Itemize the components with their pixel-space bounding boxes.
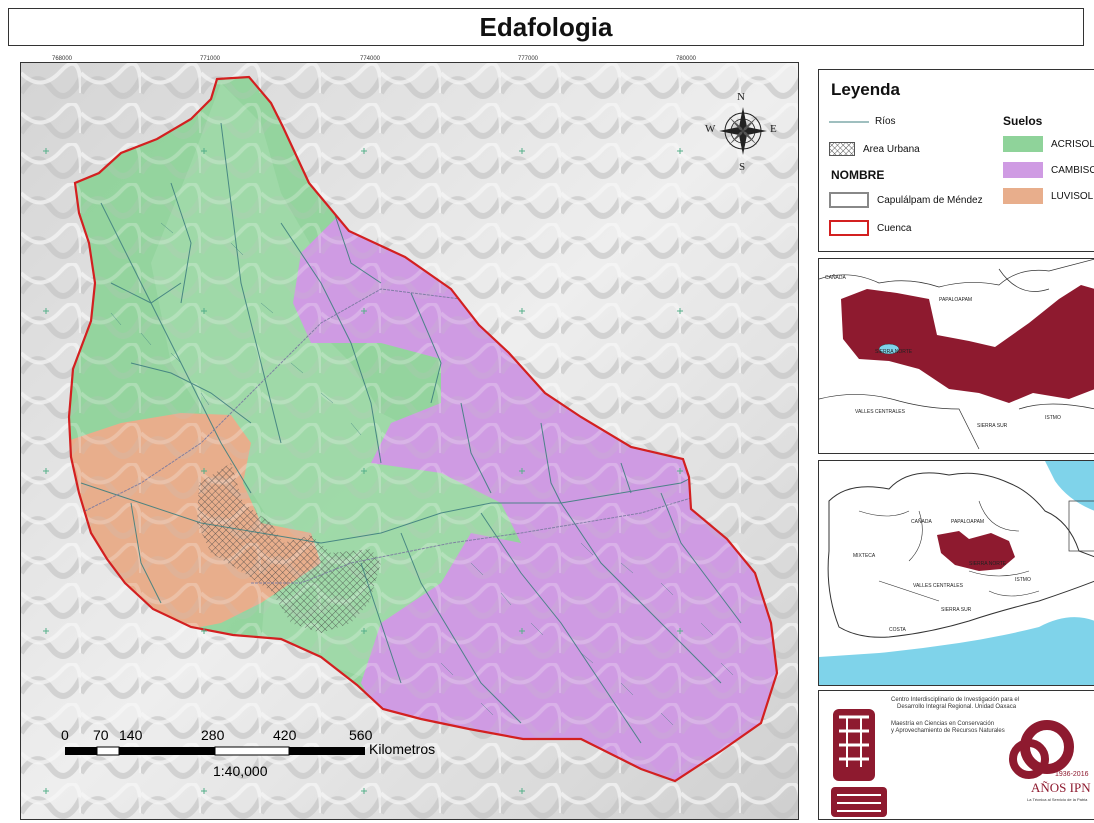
scale-tick-label: 70 — [93, 727, 109, 743]
legend-suelos-header: Suelos — [1003, 114, 1043, 128]
south-letter: S — [739, 161, 746, 173]
west-letter: W — [705, 123, 716, 135]
inset-region-label: VALLES CENTRALES — [855, 409, 905, 415]
river-line-icon — [829, 121, 869, 122]
scale-ratio: 1:40,000 — [213, 763, 268, 779]
map-title: Edafologia — [8, 8, 1084, 46]
inset-region-label: CAÑADA — [911, 519, 932, 525]
north-arrow-icon — [719, 107, 767, 155]
legend-cuenca-label: Cuenca — [877, 222, 912, 234]
suelo-swatch-icon — [1003, 188, 1043, 204]
legend-suelo-acrisol: ACRISOL — [1003, 136, 1094, 152]
legend-suelo-luvisol: LUVISOL — [1003, 188, 1093, 204]
credits-line-3: Maestría en Ciencias en Conservación — [891, 721, 995, 727]
legend-area-urbana: Area Urbana — [829, 142, 920, 156]
east-letter: E — [770, 123, 777, 135]
inset-region-label: SIERRA NORTE — [875, 349, 913, 355]
legend-suelo-cambisol: CAMBISOL — [1003, 162, 1094, 178]
scale-tick-label: 420 — [273, 727, 297, 743]
ciidir-logo-icon — [831, 787, 887, 817]
inset-region-label: MIXTECA — [853, 553, 876, 559]
main-map[interactable]: N S E W 0 70 140 280 420 560 Kilometros 1:40,… — [20, 62, 799, 820]
suelo-label: ACRISOL — [1051, 138, 1094, 150]
legend-panel: Leyenda Ríos Area Urbana NOMBRE Capulálp… — [818, 69, 1094, 252]
inset-region-label: COSTA — [889, 627, 906, 633]
top-coordinate-tick: 780000 — [676, 56, 697, 62]
inset-region-label: ISTMO — [1045, 415, 1061, 421]
credits-motto: La Técnica al Servicio de la Patria — [1027, 797, 1088, 802]
river-network — [80, 122, 742, 744]
sierra-norte-region — [937, 531, 1015, 571]
inset-region-label: ISTMO — [1015, 577, 1031, 583]
scale-bar-graphic — [65, 746, 365, 756]
inset-region-label: SIERRA NORTE — [969, 561, 1007, 567]
legend-capulalpam-label: Capulálpam de Méndez — [877, 194, 983, 206]
legend-rios-label: Ríos — [875, 116, 896, 127]
credits-line-1: Centro Interdisciplinario de Investigaci… — [891, 697, 1020, 703]
credits-line-4: y Aprovechamiento de Recursos Naturales — [891, 728, 1005, 734]
80-anos-logo-icon — [1009, 720, 1074, 779]
credits-line-2: Desarrollo Integral Regional. Unidad Oax… — [897, 704, 1017, 710]
scale-tick-label: 0 — [61, 727, 69, 743]
north-letter: N — [737, 91, 745, 103]
scale-units: Kilometros — [369, 741, 436, 757]
inset-region-label: SIERRA SUR — [977, 423, 1008, 429]
credits-panel: Centro Interdisciplinario de Investigaci… — [818, 690, 1094, 820]
inset-region-label: VALLES CENTRALES — [913, 583, 963, 589]
grid-crosses — [43, 148, 683, 794]
legend-capulalpam: Capulálpam de Méndez — [829, 192, 983, 208]
credits-years: 1936-2016 — [1055, 771, 1089, 778]
urban-hatch-icon — [829, 142, 855, 156]
top-coordinate-tick: 768000 — [52, 56, 73, 62]
inset-map-region: CAÑADA PAPALOAPAM SIERRA NORTE VALLES CENTR… — [818, 258, 1094, 454]
capulalpam-swatch-icon — [829, 192, 869, 208]
urban-area — [197, 463, 381, 633]
inset-region-label: SIERRA SUR — [941, 607, 972, 613]
capulalpam-region — [841, 285, 1094, 403]
suelo-label: CAMBISOL — [1051, 164, 1094, 176]
top-coordinate-tick: 771000 — [200, 56, 221, 62]
top-coordinate-tick: 774000 — [360, 56, 381, 62]
inset-map-oaxaca: CAÑADA PAPALOAPAM MIXTECA SIERRA NORTE VALLE… — [818, 460, 1094, 686]
scale-tick-label: 280 — [201, 727, 225, 743]
cuenca-swatch-icon — [829, 220, 869, 236]
legend-cuenca: Cuenca — [829, 220, 911, 236]
suelo-swatch-icon — [1003, 136, 1043, 152]
legend-area-urbana-label: Area Urbana — [863, 143, 920, 155]
inset-oaxaca-canvas — [819, 461, 1094, 685]
suelo-label: LUVISOL — [1051, 190, 1094, 202]
legend-nombre-header: NOMBRE — [831, 168, 885, 182]
logo-canvas — [831, 709, 1074, 817]
inset-region-label: PAPALOAPAM — [939, 297, 973, 303]
scale-tick-label: 560 — [349, 727, 373, 743]
inset-region-label: CAÑADA — [825, 275, 846, 281]
scale-tick-label: 140 — [119, 727, 143, 743]
legend-rios: Ríos — [829, 116, 896, 127]
credits-anos: AÑOS IPN — [1031, 780, 1091, 795]
suelo-swatch-icon — [1003, 162, 1043, 178]
legend-title: Leyenda — [831, 80, 900, 99]
map-canvas — [21, 63, 798, 819]
top-coordinate-tick: 777000 — [518, 56, 539, 62]
inset-region-canvas — [819, 259, 1094, 450]
inset-region-label: PAPALOAPAM — [951, 519, 985, 525]
ipn-logo-icon — [833, 709, 875, 781]
